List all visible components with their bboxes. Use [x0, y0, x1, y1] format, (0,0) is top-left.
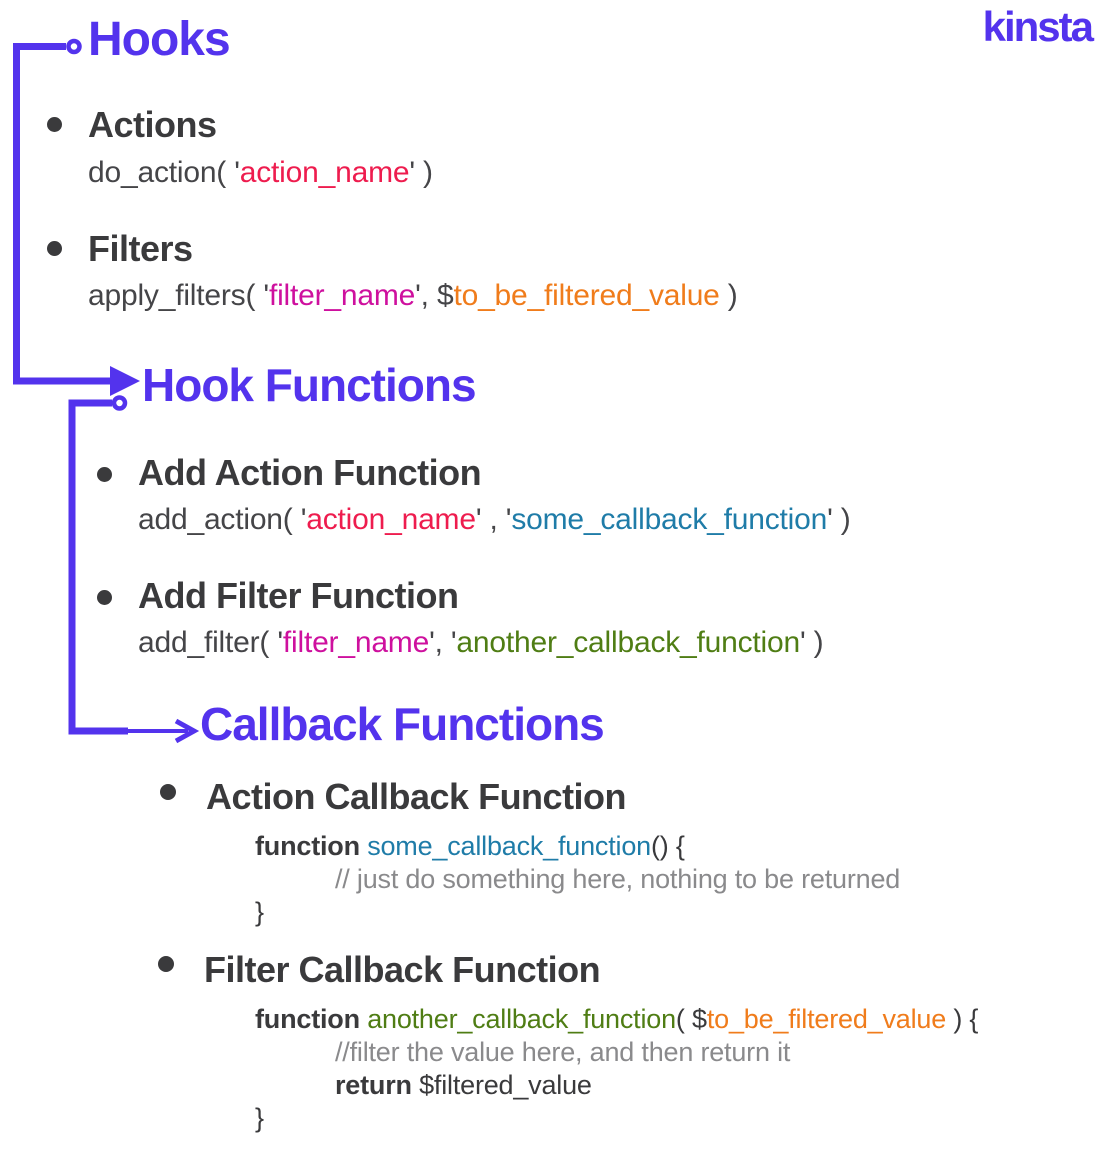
- code-segment: add_action( ': [138, 503, 307, 536]
- code-segment: some_callback_function: [511, 503, 828, 536]
- code-segment: another_callback_function: [367, 1004, 676, 1034]
- code-line: return $filtered_value: [255, 1069, 978, 1102]
- code-segment: ' , ': [475, 503, 512, 536]
- code-segment: function: [255, 1004, 368, 1034]
- code-segment: to_be_filtered_value: [706, 1004, 947, 1034]
- add-filter-function-label: Add Filter Function: [138, 575, 459, 616]
- actions-label: Actions: [88, 104, 217, 145]
- heading-callback-functions: Callback Functions: [200, 698, 605, 750]
- bullet-dot: [97, 467, 112, 482]
- code-segment: apply_filters( ': [88, 279, 269, 312]
- action-callback-code-block: function some_callback_function() {// ju…: [255, 830, 900, 929]
- filter-callback-function-label: Filter Callback Function: [204, 949, 601, 990]
- code-segment: to_be_filtered_value: [453, 279, 720, 312]
- heading-hook-functions: Hook Functions: [142, 359, 477, 411]
- filters-label: Filters: [88, 228, 193, 269]
- code-line: // just do something here, nothing to be…: [255, 863, 900, 896]
- code-segment: add_filter( ': [138, 626, 283, 659]
- bullet-dot: [97, 590, 112, 605]
- add-filter-code: add_filter( 'filter_name', 'another_call…: [138, 625, 824, 661]
- code-segment: }: [255, 1103, 264, 1133]
- bullet-dot: [160, 784, 176, 800]
- code-segment: ): [719, 279, 738, 312]
- action-callback-function-label: Action Callback Function: [206, 776, 627, 817]
- hook-functions-node-circle-icon: [111, 395, 128, 411]
- kinsta-logo: kinsta: [982, 3, 1094, 50]
- connector-hooks-to-hook-functions: [13, 43, 112, 385]
- code-segment: function: [255, 831, 368, 861]
- code-line: function some_callback_function() {: [255, 830, 900, 863]
- code-segment: ' ): [800, 626, 824, 659]
- code-segment: action_name: [239, 156, 410, 189]
- code-segment: () {: [650, 831, 685, 861]
- code-segment: ', ': [429, 626, 457, 659]
- code-segment: filter_name: [268, 279, 416, 312]
- code-segment: return: [335, 1070, 412, 1100]
- hooks-node-circle-icon: [66, 38, 82, 55]
- heading-hooks: Hooks: [88, 13, 231, 66]
- code-segment: another_callback_function: [456, 626, 800, 659]
- apply-filters-code: apply_filters( 'filter_name', $to_be_fil…: [88, 278, 738, 314]
- code-segment: filter_name: [282, 626, 430, 659]
- code-segment: some_callback_function: [367, 831, 651, 861]
- code-segment: }: [255, 897, 264, 927]
- code-line: //filter the value here, and then return…: [255, 1036, 978, 1069]
- code-segment: action_name: [306, 503, 476, 536]
- code-segment: //filter the value here, and then return…: [335, 1037, 791, 1067]
- code-segment: ' ): [409, 156, 433, 189]
- hook-functions-arrowhead-icon: [110, 366, 140, 396]
- code-line: function another_callback_function( $to_…: [255, 1003, 978, 1036]
- code-segment: do_action( ': [88, 156, 240, 189]
- bullet-dot: [47, 241, 62, 256]
- add-action-code: add_action( 'action_name' , 'some_callba…: [138, 502, 851, 538]
- code-segment: // just do something here, nothing to be…: [335, 864, 901, 894]
- code-segment: $filtered_value: [411, 1070, 592, 1100]
- code-segment: ' ): [827, 503, 851, 536]
- code-segment: ', $: [415, 279, 454, 312]
- filter-callback-code-block: function another_callback_function( $to_…: [255, 1003, 978, 1135]
- callback-functions-arrowhead-icon: [174, 718, 200, 744]
- bullet-dot: [47, 117, 62, 132]
- connector-hook-functions-to-callback-functions: [68, 399, 128, 735]
- code-segment: ) {: [946, 1004, 979, 1034]
- bullet-dot: [158, 956, 174, 972]
- add-action-function-label: Add Action Function: [138, 452, 482, 493]
- do-action-code: do_action( 'action_name' ): [88, 155, 433, 191]
- code-line: }: [255, 1102, 978, 1135]
- code-segment: ( $: [675, 1004, 707, 1034]
- code-line: }: [255, 896, 900, 929]
